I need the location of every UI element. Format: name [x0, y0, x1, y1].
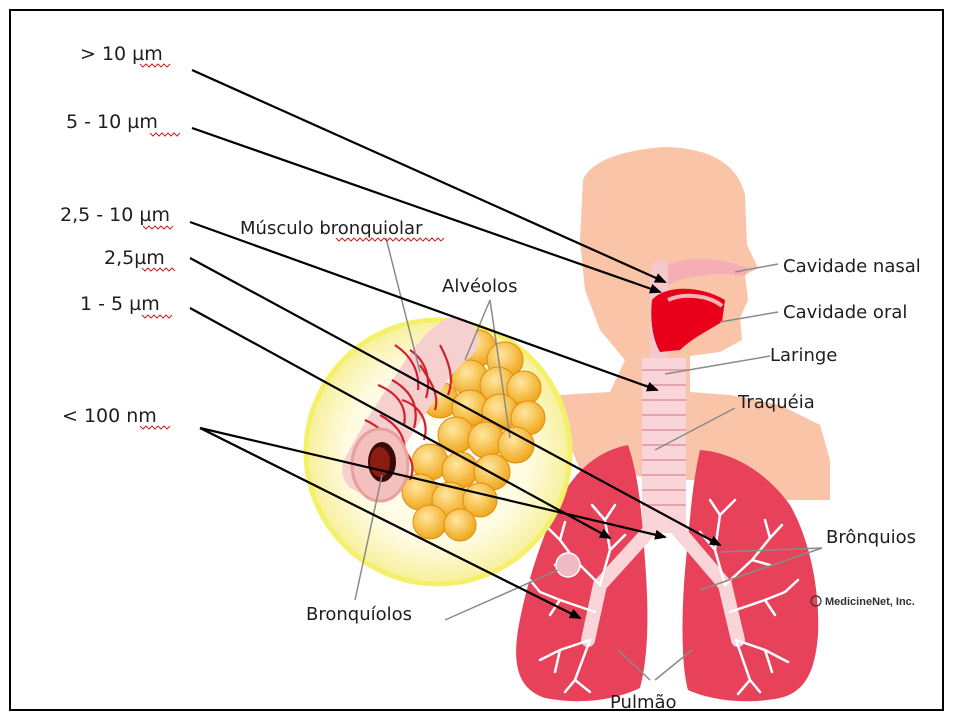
credit-text: MedicineNet, Inc. [825, 596, 915, 608]
label-laringe: Laringe [770, 345, 837, 366]
label-5-10: 5 - 10 µm [66, 111, 158, 133]
label-bronquios: Brônquios [826, 527, 916, 548]
label-cavidade-oral: Cavidade oral [783, 302, 907, 323]
label-2-5-10: 2,5 - 10 µm [60, 204, 170, 226]
label-2-5: 2,5µm [104, 247, 165, 269]
label-cavidade-nasal: Cavidade nasal [783, 256, 921, 277]
label-musculo-bronquiolar: Músculo bronquiolar [240, 218, 423, 239]
label-bronquiolos: Bronquíolos [306, 604, 412, 625]
label-gt10: > 10 µm [80, 43, 163, 65]
label-1-5: 1 - 5 µm [80, 293, 160, 315]
bronchiole-detail [556, 553, 580, 577]
label-lt100: < 100 nm [62, 405, 157, 427]
label-pulmao: Pulmão [610, 692, 677, 713]
label-alveolos: Alvéolos [442, 276, 517, 297]
label-traqueia: Traquéia [737, 392, 815, 413]
